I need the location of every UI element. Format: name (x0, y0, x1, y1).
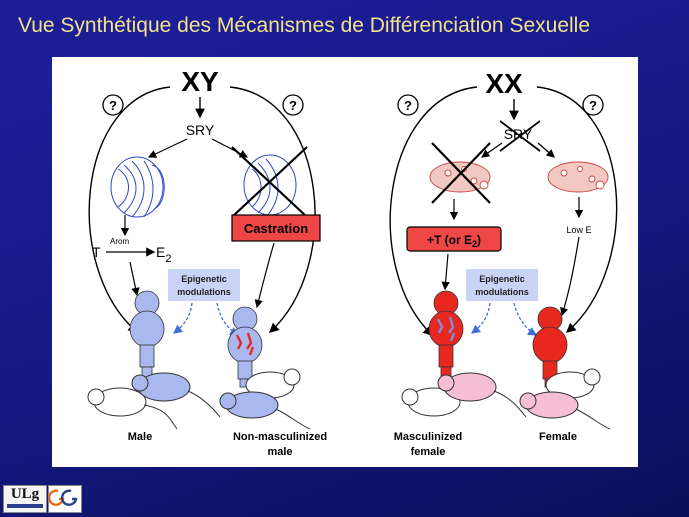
epigenetic-line1: Epigenetic (479, 274, 525, 284)
slide-title: Vue Synthétique des Mécanismes de Différ… (18, 14, 678, 38)
rat-icon (402, 373, 526, 417)
question-icon: ? (398, 95, 418, 115)
svg-text:?: ? (289, 98, 297, 113)
aromatase-label: Arom (110, 237, 129, 246)
xy-genotype: XY (181, 66, 219, 97)
xy-sry-label: SRY (186, 122, 215, 138)
outcome-nonmasc-label-1: Non-masculinized (233, 431, 327, 443)
svg-text:?: ? (109, 98, 117, 113)
diagram-panel: XY SRY ? ? (52, 57, 638, 467)
outcome-nonmasc-label-2: male (267, 446, 292, 458)
rat-icon (88, 373, 220, 429)
ulg-logo: ULg (3, 485, 47, 513)
outcome-mascfemale-label-2: female (411, 446, 446, 458)
epigenetic-line2: modulations (475, 287, 529, 297)
giga-logo (48, 485, 82, 513)
arc-left-outer (390, 87, 477, 335)
outcome-male-label: Male (128, 431, 152, 443)
epigenetic-line2: modulations (177, 287, 231, 297)
estradiol-label: E2 (156, 244, 171, 265)
svg-text:?: ? (404, 98, 412, 113)
arc-right-outer (537, 87, 617, 332)
testosterone-label: T (92, 244, 101, 260)
castration-label: Castration (244, 221, 308, 236)
brain-icon (429, 291, 463, 379)
svg-text:?: ? (589, 98, 597, 113)
question-icon: ? (283, 95, 303, 115)
arc-left-outer (89, 87, 170, 332)
xx-genotype: XX (485, 68, 523, 99)
xy-panel: XY SRY ? ? (88, 66, 327, 458)
epigenetic-line1: Epigenetic (181, 274, 227, 284)
ovary-icon (548, 162, 608, 192)
rat-icon (220, 369, 310, 429)
outcome-mascfemale-label-1: Masculinized (394, 431, 462, 443)
diagram-svg: XY SRY ? ? (52, 57, 638, 467)
arc-right-outer (230, 87, 315, 332)
rat-icon (520, 369, 610, 429)
xx-panel: XX SRY ? ? (390, 68, 616, 458)
brain-icon (130, 291, 164, 379)
low-e-label: Low E (566, 225, 591, 235)
ovary-icon (430, 162, 490, 192)
testis-icon (111, 157, 164, 217)
outcome-female-label: Female (539, 431, 577, 443)
question-icon: ? (103, 95, 123, 115)
